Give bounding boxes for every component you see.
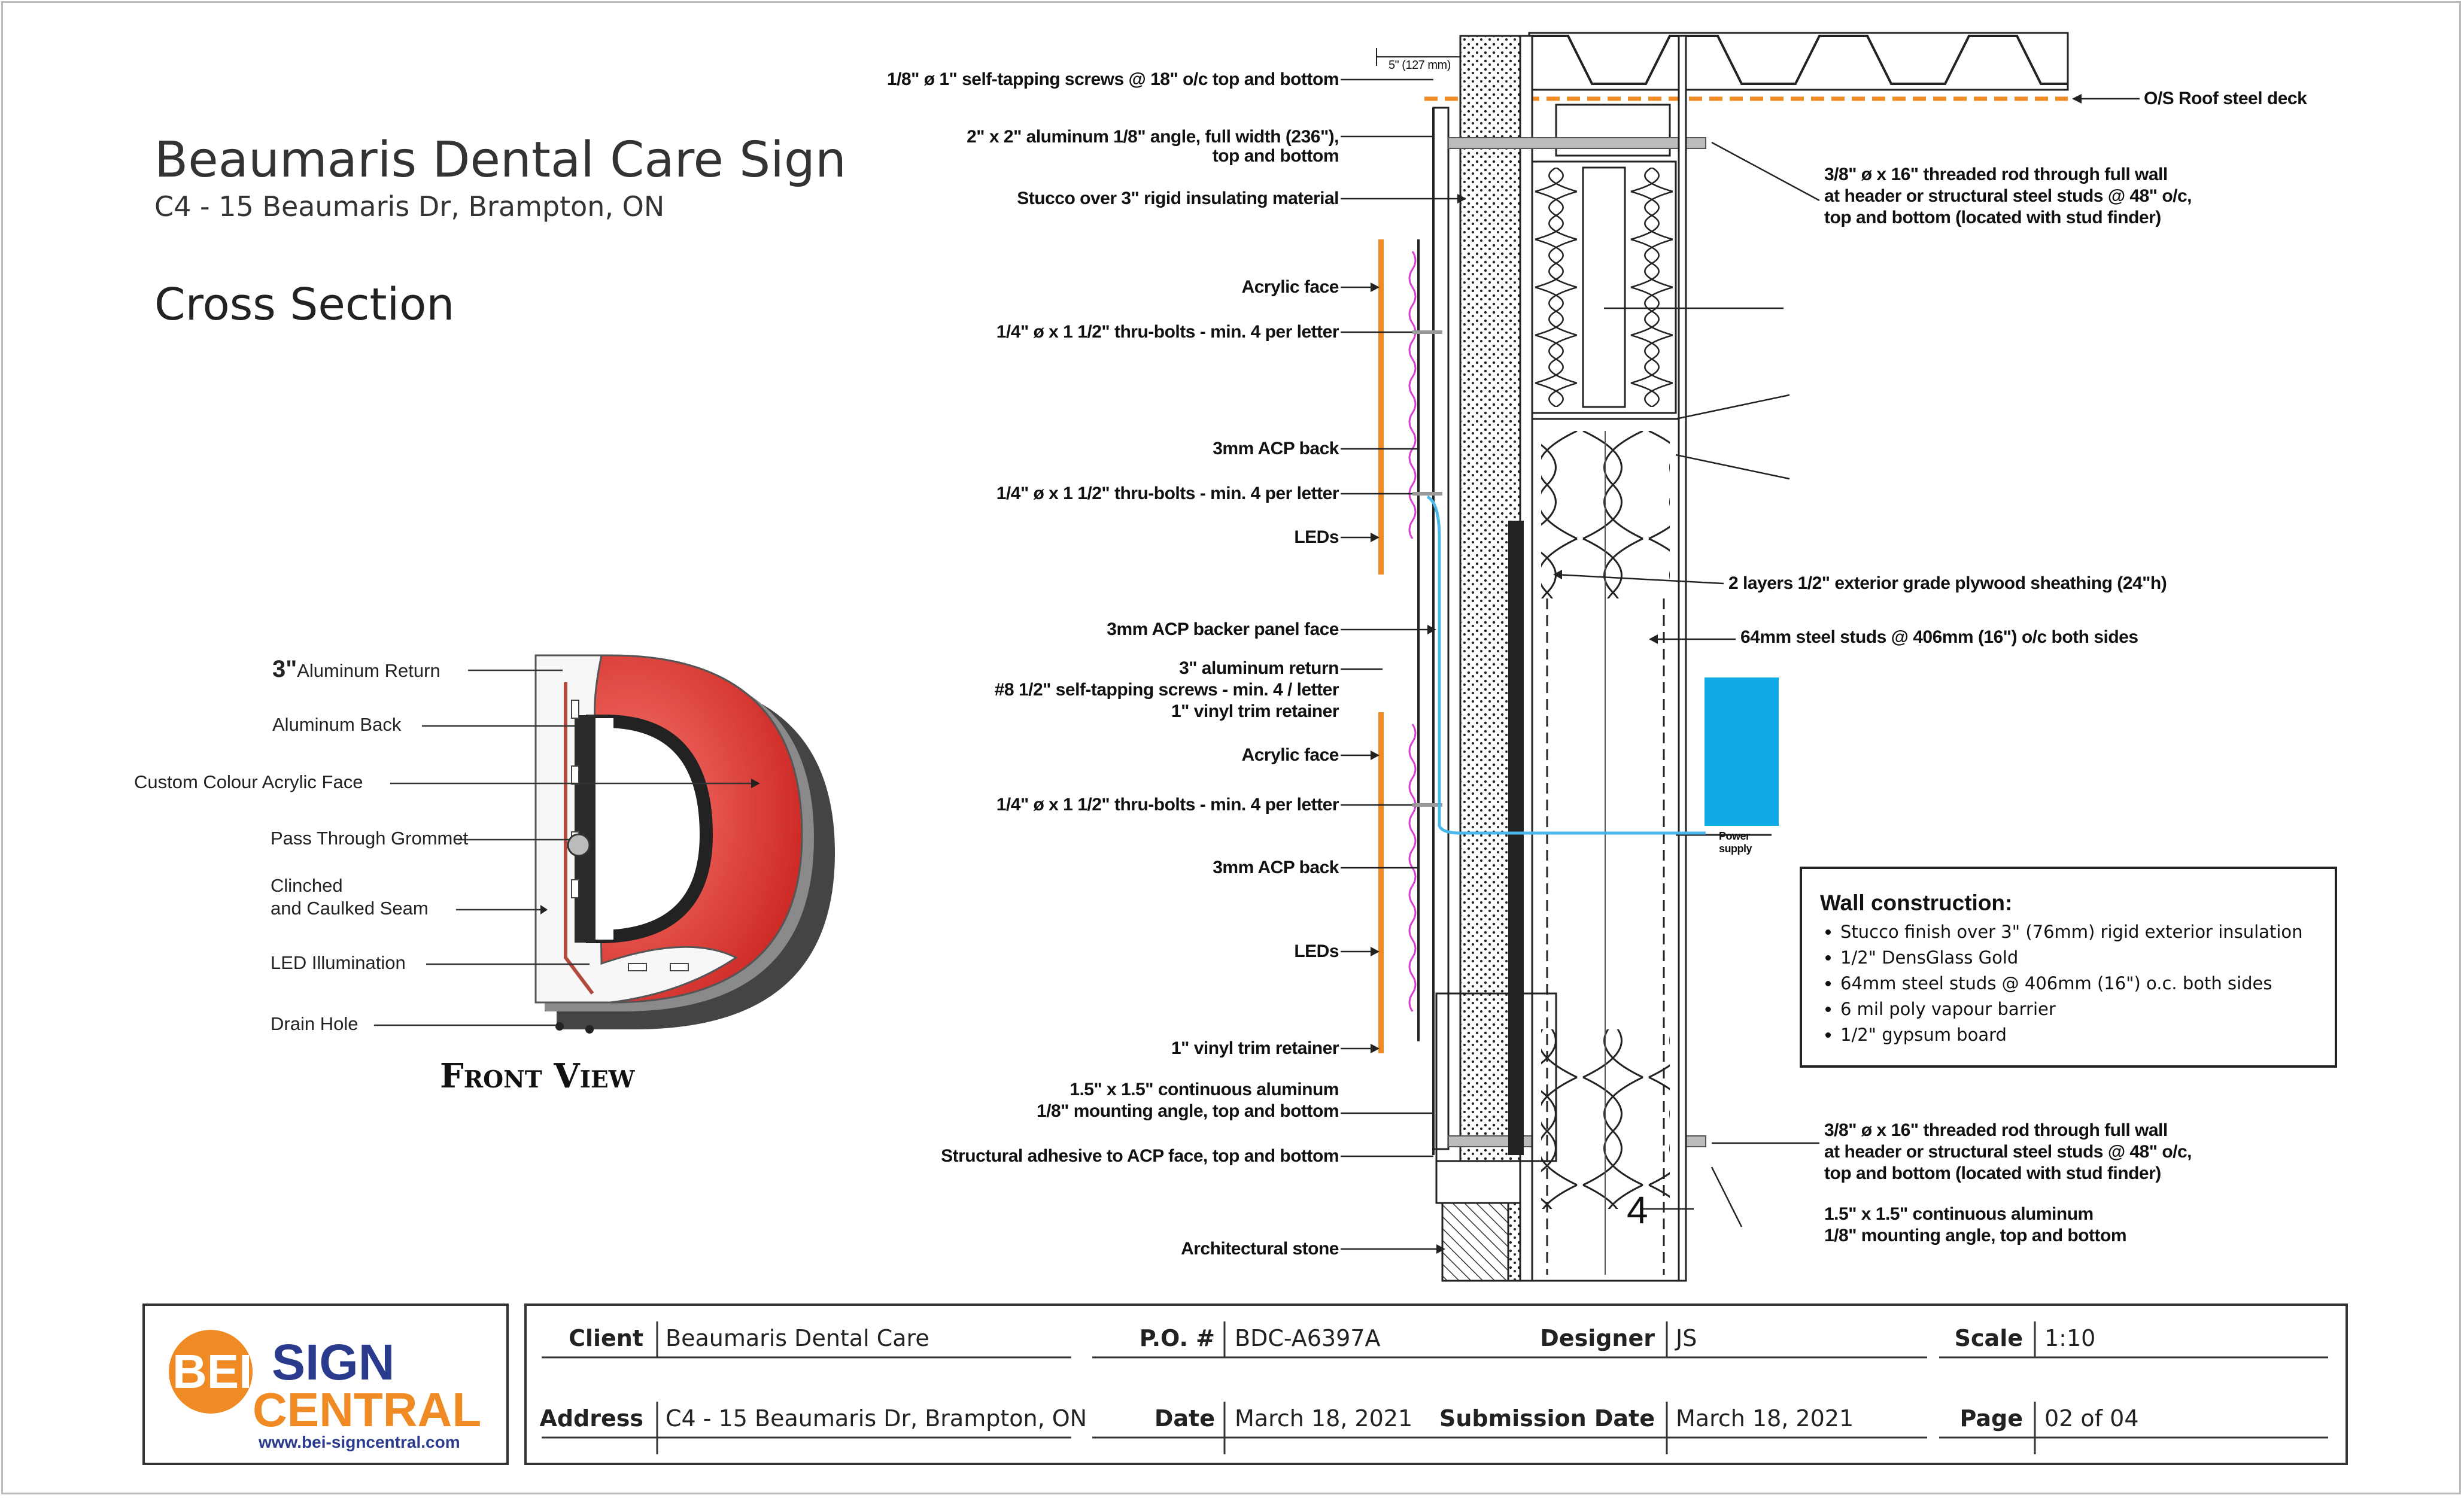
label-acp-backer-panel: 3mm ACP backer panel face (1107, 619, 1339, 639)
date-label: Date (1154, 1405, 1215, 1432)
label-thru-bolts-1: 1/4" ø x 1 1/2" thru-bolts - min. 4 per … (996, 322, 1339, 342)
label-threaded-rod-top-2: at header or structural steel studs @ 48… (1824, 186, 2192, 206)
label-structural-adhesive: Structural adhesive to ACP face, top and… (941, 1146, 1339, 1166)
logo-box: BEI SIGN CENTRAL www.bei-signcentral.com (142, 1303, 509, 1465)
callout-grommet: Pass Through Grommet (271, 828, 469, 849)
page-title: Beaumaris Dental Care Sign (154, 132, 846, 189)
label-power-supply-1: Power (1719, 830, 1750, 842)
logo-bei-text: BEI (172, 1345, 253, 1398)
scale-value: 1:10 (2044, 1325, 2096, 1351)
callout-led-illumination: LED Illumination (271, 952, 406, 973)
label-leds-1: LEDs (1294, 527, 1339, 547)
label-stucco: Stucco over 3" rigid insulating material (1017, 189, 1339, 208)
logo-central-text: CENTRAL (253, 1383, 482, 1436)
label-steel-studs: 64mm steel studs @ 406mm (16") o/c both … (1740, 627, 2138, 647)
address-value: C4 - 15 Beaumaris Dr, Brampton, ON (666, 1405, 1087, 1432)
label-architectural-stone: Architectural stone (1181, 1239, 1339, 1259)
callout-clinched: Clinched (271, 875, 343, 896)
label-mounting-angle-2: 1/8" mounting angle, top and bottom (1036, 1101, 1339, 1121)
date-value: March 18, 2021 (1235, 1405, 1413, 1432)
po-value: BDC-A6397A (1235, 1325, 1381, 1351)
label-power-supply-2: supply (1719, 843, 1752, 855)
label-threaded-rod-bottom-2: at header or structural steel studs @ 48… (1824, 1142, 2192, 1162)
callout-aluminum-return: 3"Aluminum Return (272, 656, 440, 683)
wall-item: 6 mil poly vapour barrier (1840, 996, 2335, 1022)
client-label: Client (569, 1325, 643, 1351)
letter-d-counter (586, 715, 713, 943)
label-threaded-rod-bottom-1: 3/8" ø x 16" threaded rod through full w… (1824, 1120, 2168, 1140)
label-mounting-angle-right-2: 1/8" mounting angle, top and bottom (1824, 1226, 2127, 1245)
wiring (1426, 495, 1706, 835)
scale-label: Scale (1954, 1325, 2023, 1351)
label-plywood-sheathing: 2 layers 1/2" exterior grade plywood she… (1728, 573, 2167, 593)
wall-item: 1/2" gypsum board (1840, 1022, 2335, 1048)
callout-return-prefix: 3" (272, 656, 297, 682)
page-subtitle-address: C4 - 15 Beaumaris Dr, Brampton, ON (154, 190, 665, 223)
label-thru-bolts-2: 1/4" ø x 1 1/2" thru-bolts - min. 4 per … (996, 484, 1339, 503)
page-value: 02 of 04 (2044, 1405, 2139, 1432)
submission-date-value: March 18, 2021 (1676, 1405, 1854, 1432)
page-label: Page (1959, 1405, 2023, 1432)
label-vinyl-trim-2: 1" vinyl trim retainer (1171, 1038, 1339, 1058)
dim-label: 5" (127 mm) (1389, 59, 1451, 72)
callout-aluminum-back: Aluminum Back (272, 714, 402, 735)
title-block (524, 1303, 2348, 1465)
address-label: Address (539, 1405, 643, 1432)
lower-letter-face (1378, 712, 1384, 1053)
label-mounting-angle-1: 1.5" x 1.5" continuous aluminum (1070, 1080, 1339, 1099)
label-leds-2: LEDs (1294, 941, 1339, 961)
callout-acrylic-face: Custom Colour Acrylic Face (134, 771, 363, 792)
label-acp-back-1: 3mm ACP back (1213, 439, 1339, 458)
label-acrylic-face-2: Acrylic face (1241, 745, 1339, 765)
label-mounting-angle-right-1: 1.5" x 1.5" continuous aluminum (1824, 1204, 2094, 1224)
label-threaded-rod-top-1: 3/8" ø x 16" threaded rod through full w… (1824, 165, 2168, 184)
po-label: P.O. # (1139, 1325, 1215, 1351)
label-vinyl-trim-1: 1" vinyl trim retainer (1171, 701, 1339, 721)
wall-construction-title: Wall construction: (1820, 891, 2013, 915)
label-aluminum-angle: 2" x 2" aluminum 1/8" angle, full width … (967, 127, 1339, 147)
callout-drain-hole: Drain Hole (271, 1013, 358, 1034)
label-acrylic-face-1: Acrylic face (1241, 277, 1339, 297)
callout-caulked-seam: and Caulked Seam (271, 898, 429, 919)
logo-url: www.bei-signcentral.com (259, 1433, 460, 1451)
upper-letter-face (1378, 239, 1384, 575)
label-aluminum-return: 3" aluminum return (1179, 658, 1339, 678)
label-self-tapping-screws-letter: #8 1/2" self-tapping screws - min. 4 / l… (994, 680, 1339, 700)
wall-item: 64mm steel studs @ 406mm (16") o.c. both… (1840, 971, 2335, 996)
wall-construction-list: Stucco finish over 3" (76mm) rigid exter… (1820, 919, 2335, 1048)
designer-label: Designer (1540, 1325, 1655, 1351)
label-dimension-4: 4 (1627, 1189, 1648, 1232)
label-threaded-rod-top-3: top and bottom (located with stud finder… (1824, 208, 2161, 227)
label-acp-back-2: 3mm ACP back (1213, 858, 1339, 877)
label-roof-deck: O/S Roof steel deck (2144, 89, 2307, 108)
callout-return-text: Aluminum Return (297, 660, 440, 681)
wall-item: Stucco finish over 3" (76mm) rigid exter… (1840, 919, 2335, 945)
section-title: Cross Section (154, 279, 455, 330)
logo-sign-text: SIGN (272, 1334, 395, 1390)
front-view-title: Front View (440, 1056, 635, 1096)
logo-bei-circle (169, 1330, 253, 1414)
label-thru-bolts-3: 1/4" ø x 1 1/2" thru-bolts - min. 4 per … (996, 795, 1339, 815)
label-self-tapping-screws-top: 1/8" ø 1" self-tapping screws @ 18" o/c … (886, 69, 1339, 89)
label-aluminum-angle-2: top and bottom (1212, 146, 1339, 166)
wall-item: 1/2" DensGlass Gold (1840, 945, 2335, 971)
client-value: Beaumaris Dental Care (666, 1325, 929, 1351)
label-threaded-rod-bottom-3: top and bottom (located with stud finder… (1824, 1163, 2161, 1183)
submission-date-label: Submission Date (1439, 1405, 1655, 1432)
pass-through-grommet (567, 833, 591, 857)
designer-value: JS (1676, 1325, 1697, 1351)
power-supply (1705, 677, 1779, 826)
wall-construction-box: Wall construction: Stucco finish over 3"… (1800, 867, 2337, 1068)
